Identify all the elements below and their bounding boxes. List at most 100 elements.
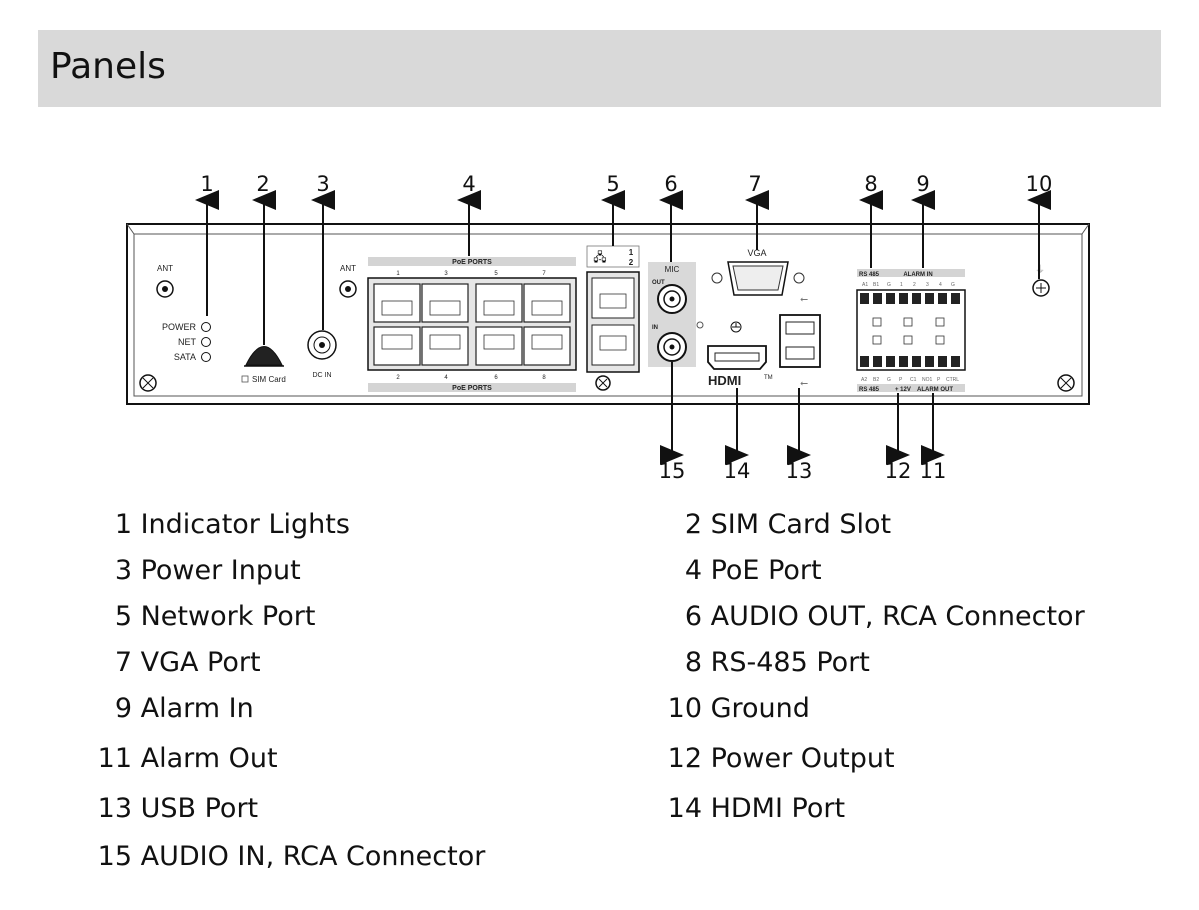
section-header: Panels (38, 30, 1161, 107)
terminal-pin-label: B2 (873, 377, 879, 383)
legend-number: 13 (97, 793, 132, 824)
antenna-connector-icon[interactable] (156, 280, 174, 298)
callout-number: 12 (885, 459, 912, 483)
ground-small-icon (730, 321, 742, 333)
sata-led-icon (201, 352, 211, 362)
poe-port-number: 4 (444, 375, 448, 381)
ant-label: ANT (157, 264, 173, 273)
callout-number: 1 (200, 172, 213, 196)
terminal-pin-label: P (899, 377, 903, 383)
network-port[interactable] (586, 271, 640, 373)
terminal-pin-label: 1 (900, 282, 903, 288)
audio-out-label: OUT (652, 280, 665, 286)
legend-number: 6 (684, 601, 702, 632)
terminal-block[interactable] (856, 289, 966, 371)
legend-number: 7 (114, 647, 132, 678)
net-led-icon (201, 337, 211, 347)
sim-card-slot-icon[interactable] (244, 346, 284, 367)
legend-label: PoE Port (710, 555, 822, 586)
legend-label: AUDIO OUT, RCA Connector (710, 601, 1085, 632)
callout-number: 9 (916, 172, 929, 196)
poe-port-number: 1 (396, 271, 400, 277)
legend-label: Alarm Out (140, 743, 278, 774)
rs485-label: RS 485 (859, 272, 880, 278)
poe-port-number: 2 (396, 375, 400, 381)
poe-port-number: 7 (542, 271, 546, 277)
legend-item: 1 Indicator Lights (90, 509, 350, 540)
screw-icon (1057, 374, 1075, 392)
audio-in-label: IN (652, 325, 658, 331)
network-port-number: 2 (629, 258, 634, 267)
vga-port[interactable] (727, 261, 789, 296)
callout-number: 6 (664, 172, 677, 196)
poe-ports-top-label: PoE PORTS (452, 259, 492, 266)
legend-item: 13 USB Port (90, 793, 259, 824)
legend-number: 15 (97, 841, 132, 872)
legend-item: 9 Alarm In (90, 693, 254, 724)
legend-item: 4 PoE Port (660, 555, 822, 586)
terminal-pin-label: CTRL (946, 377, 959, 383)
legend-label: Network Port (140, 601, 316, 632)
audio-out-rca-connector[interactable] (657, 284, 687, 314)
legend-label: VGA Port (140, 647, 261, 678)
poe-port-number: 6 (494, 375, 498, 381)
alarm-out-label: ALARM OUT (917, 387, 953, 393)
legend-number: 3 (114, 555, 132, 586)
legend-number: 4 (684, 555, 702, 586)
terminal-bottom-band (857, 384, 965, 392)
network-icon: 🖧 (593, 250, 606, 264)
terminal-pin-label: B1 (873, 282, 879, 288)
hdmi-tm: TM (764, 375, 773, 381)
callout-number: 5 (606, 172, 619, 196)
mic-label: MIC (665, 265, 680, 274)
antenna-connector-icon[interactable] (339, 280, 357, 298)
usb-port[interactable] (779, 314, 821, 368)
hdmi-logo: HDMI (708, 373, 741, 388)
legend-item: 3 Power Input (90, 555, 301, 586)
screw-icon (139, 374, 157, 392)
terminal-pin-label: G (887, 377, 891, 383)
callout-number: 11 (920, 459, 947, 483)
network-port-number: 1 (629, 248, 634, 257)
callout-number: 7 (748, 172, 761, 196)
rear-panel-diagram: ANT POWER NET SATA SIM Card DC IN ANT Po… (126, 172, 1090, 483)
terminal-pin-label: 4 (939, 282, 942, 288)
dc-in-label: DC IN (312, 372, 331, 379)
legend-number: 11 (97, 743, 132, 774)
legend-item: 12 Power Output (660, 743, 895, 774)
callout-number: 15 (659, 459, 686, 483)
legend-item: 10 Ground (660, 693, 810, 724)
legend-number: 10 (667, 693, 702, 724)
power-led-icon (201, 322, 211, 332)
legend-label: Ground (710, 693, 810, 724)
legend-item: 8 RS-485 Port (660, 647, 870, 678)
sata-led-label: SATA (174, 352, 196, 362)
legend-label: RS-485 Port (710, 647, 870, 678)
dc-in-connector-icon[interactable] (307, 330, 337, 360)
legend-number: 14 (667, 793, 702, 824)
poe-port-number: 3 (444, 271, 448, 277)
vga-screw-icon (793, 272, 805, 284)
poe-ports-top-band (368, 257, 576, 266)
screw-icon (595, 375, 611, 391)
hdmi-port[interactable] (707, 345, 767, 370)
callout-number: 14 (724, 459, 751, 483)
rs485-label: RS 485 (859, 387, 880, 393)
power-12v-label: + 12V (895, 387, 911, 393)
alarm-in-label: ALARM IN (903, 272, 932, 278)
terminal-pin-label: A2 (861, 377, 867, 383)
audio-in-rca-connector[interactable] (657, 332, 687, 362)
terminal-pin-label: A1 (862, 282, 868, 288)
legend-number: 2 (684, 509, 702, 540)
poe-port-block[interactable] (367, 277, 577, 371)
net-led-label: NET (178, 337, 197, 347)
power-led-label: POWER (162, 322, 197, 332)
ground-screw-icon[interactable] (1032, 279, 1050, 297)
legend-label: AUDIO IN, RCA Connector (140, 841, 486, 872)
legend-item: 7 VGA Port (90, 647, 261, 678)
terminal-pin-label: NO1 (922, 377, 933, 383)
terminal-pin-label: C1 (910, 377, 917, 383)
legend-number: 5 (114, 601, 132, 632)
legend-label: Power Input (140, 555, 301, 586)
legend-item: 2 SIM Card Slot (660, 509, 891, 540)
